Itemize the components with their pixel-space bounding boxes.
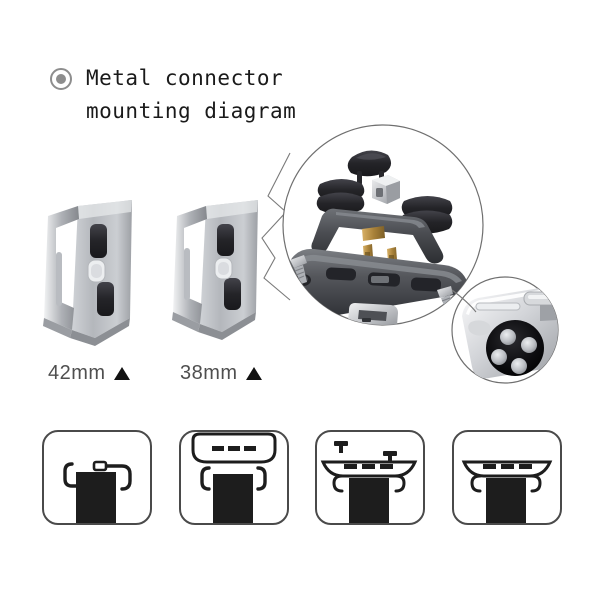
label-42mm: 42mm	[48, 362, 130, 385]
hook-right	[255, 466, 267, 491]
slot	[211, 446, 224, 451]
slot	[344, 464, 358, 469]
step-align-watch-body	[178, 430, 289, 543]
triangle-marker-icon	[113, 367, 130, 380]
retainer-clip	[348, 303, 398, 325]
screw-left	[290, 255, 307, 284]
slot	[482, 464, 496, 469]
slot	[227, 446, 240, 451]
hook-left	[332, 474, 344, 493]
strap	[212, 474, 253, 523]
step-3-caption	[315, 529, 425, 543]
hook-right	[102, 464, 132, 491]
hook-left	[199, 466, 211, 491]
label-38mm-text: 38mm	[180, 362, 238, 384]
step-4-box[interactable]	[451, 430, 562, 525]
silver-clip-cube	[372, 175, 400, 204]
label-38mm: 38mm	[180, 362, 262, 385]
hook-left	[63, 462, 79, 488]
step-insert-screws	[315, 430, 426, 543]
assembly-steps	[42, 430, 562, 543]
slot	[243, 446, 256, 451]
target-bullet-icon	[50, 68, 72, 90]
step-2-caption	[179, 529, 289, 543]
metal-bar	[311, 208, 444, 264]
hook-right	[530, 474, 542, 493]
watch-leader-line	[451, 289, 477, 313]
strap	[349, 478, 390, 523]
step-1-box[interactable]	[42, 430, 152, 525]
slot	[380, 464, 394, 469]
slot	[362, 464, 376, 469]
step-assembly-complete	[451, 430, 562, 543]
step-3-box[interactable]	[315, 430, 426, 525]
exploded-parts-callout	[282, 124, 484, 326]
slot	[500, 464, 514, 469]
watch-back-callout	[451, 276, 559, 384]
page-header: Metal connector mounting diagram	[50, 62, 296, 128]
product-42mm	[43, 200, 132, 346]
triangle-marker-icon	[245, 367, 262, 380]
step-insert-hook	[42, 430, 152, 543]
page-title: Metal connector mounting diagram	[86, 66, 297, 123]
strap	[485, 478, 526, 523]
strap	[76, 472, 116, 523]
label-42mm-text: 42mm	[48, 362, 106, 384]
hook-left	[470, 474, 482, 493]
slot	[518, 464, 532, 469]
callout-leader	[261, 152, 291, 301]
screw-icon-left	[334, 441, 349, 453]
step-1-caption	[42, 529, 152, 543]
hook-right	[394, 474, 406, 493]
product-38mm	[172, 200, 258, 340]
rubber-pad-left	[316, 179, 365, 215]
screw-icon-right	[383, 451, 398, 463]
hook-tip	[92, 460, 108, 472]
step-2-box[interactable]	[178, 430, 289, 525]
step-4-caption	[452, 529, 562, 543]
